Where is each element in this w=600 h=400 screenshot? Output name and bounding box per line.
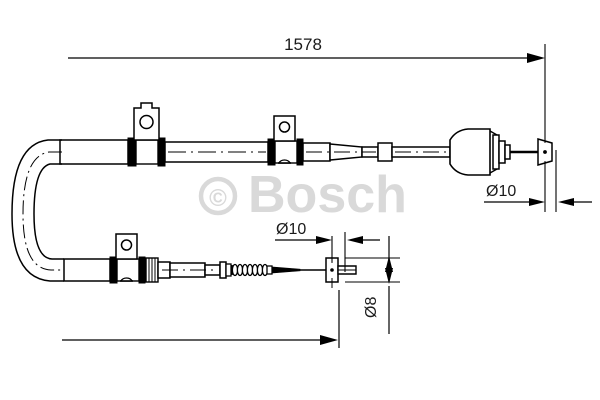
ferrule-lower-b: [138, 256, 146, 284]
u-bend-inner: [33, 163, 64, 260]
dimension-label-cable-eye-diameter: Ø8: [363, 297, 380, 318]
dimension-cable-eye-diameter: [345, 236, 400, 334]
boot-tip: [504, 144, 511, 160]
lower-ribbed-collar: [145, 257, 159, 283]
u-bend-outer: [11, 139, 64, 282]
copyright-symbol: ©: [209, 185, 227, 212]
upper-sheath-left: [59, 139, 129, 165]
arrowhead-lower-d10-left: [347, 236, 363, 244]
copyright-circle-icon: [198, 176, 238, 216]
mounting-bracket-lower: [115, 233, 138, 282]
arrowhead-right: [527, 53, 545, 63]
arrowhead-right-d10-b: [558, 198, 574, 206]
bracket-large-hole: [139, 114, 154, 130]
arrowhead-lower-d10-right: [316, 236, 332, 244]
dimension-lower-run-length: [62, 290, 340, 348]
mounting-bracket-large: [133, 102, 160, 141]
ferrule-lower-a: [109, 256, 118, 284]
thread-start: [225, 263, 232, 277]
end-fitting-right-hole: [543, 150, 547, 154]
cable-u-bend: [11, 139, 64, 282]
threaded-adjuster: [225, 263, 273, 277]
end-fitting-right: [537, 132, 553, 172]
bracket-lower-hole: [120, 239, 133, 251]
boot-collar: [492, 134, 500, 170]
u-bend-centerline: [22, 151, 64, 271]
rubber-boot-body: [449, 128, 491, 176]
thread-end: [266, 265, 273, 275]
ferrule-left-b: [157, 137, 166, 167]
lower-cable-assembly: [63, 233, 357, 288]
bracket-large-collar: [135, 139, 159, 165]
ferrule-left-a: [127, 137, 137, 167]
boot-nipple: [498, 140, 506, 164]
ferrule-mid-b: [296, 138, 304, 166]
watermark-brand-text: Bosch: [248, 166, 407, 224]
arrowhead-right-d10-a: [529, 198, 545, 206]
dimension-label-end-fitting-diameter-lower: Ø10: [276, 221, 306, 238]
bracket-small-hole: [278, 121, 291, 133]
dimension-label-group-d8: Ø8: [363, 297, 380, 318]
ferrule-mid-a: [267, 138, 276, 166]
dimension-label-overall-length: 1578: [284, 35, 322, 54]
arrowhead-d8-bottom: [385, 268, 393, 284]
upper-sheath-clip: [377, 142, 393, 162]
bosch-watermark: © Bosch: [198, 166, 407, 224]
arrowhead-bottom: [320, 335, 338, 345]
mounting-bracket-small: [273, 115, 296, 164]
dimension-overall-length: [68, 44, 546, 212]
upper-cable-assembly: [59, 102, 553, 176]
end-fitting-lower-hole: [330, 268, 334, 272]
dimension-end-fitting-diameter-lower: [275, 232, 380, 272]
lower-shoulder: [219, 261, 227, 279]
dimension-label-end-fitting-diameter-right: Ø10: [486, 183, 516, 200]
lower-sheath-left: [63, 258, 111, 282]
dimension-end-fitting-diameter-right: [484, 150, 592, 212]
lower-sheath-seg2: [169, 262, 206, 278]
